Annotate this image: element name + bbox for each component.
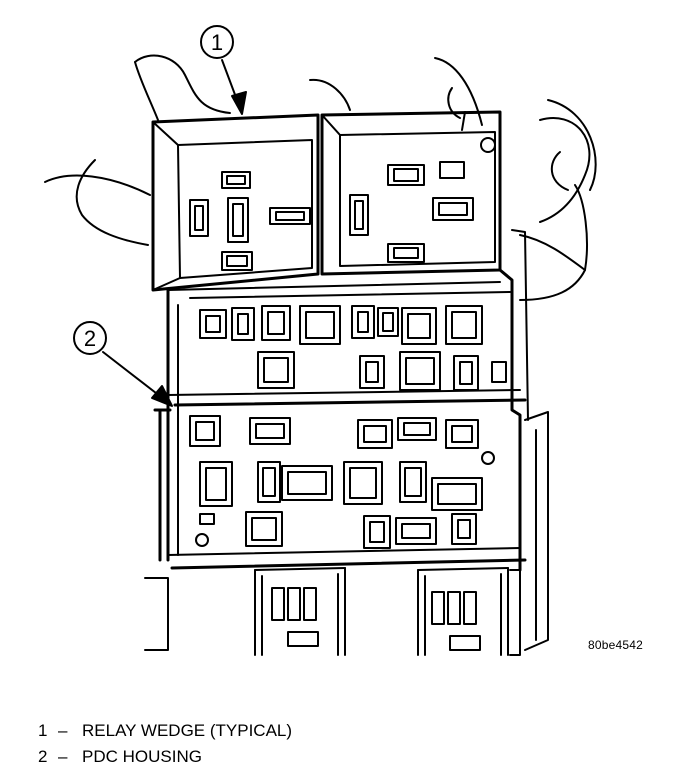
lower-fuse-bank [189, 415, 495, 549]
pdc-housing [144, 123, 549, 656]
pdc-relay-diagram: 1 2 [44, 25, 597, 656]
callout-2-arrowhead [151, 385, 173, 407]
callout-1-number: 1 [211, 30, 223, 55]
legend-number: 1 [38, 721, 48, 740]
legend-item-2: 2 – PDC HOUSING [38, 744, 292, 770]
legend-label: PDC HOUSING [82, 747, 202, 766]
callout-1: 1 [200, 25, 247, 115]
hand-outline [44, 54, 597, 301]
legend-dash: – [58, 747, 68, 766]
legend-item-1: 1 – RELAY WEDGE (TYPICAL) [38, 718, 292, 744]
callout-2-number: 2 [84, 326, 96, 351]
callout-1-arrowhead [231, 91, 247, 115]
relay-wedge-right [320, 110, 502, 276]
relay-wedge-left [151, 113, 320, 292]
callout-2-leader [102, 351, 166, 401]
legend-dash: – [58, 721, 68, 740]
callout-1-circle [200, 25, 234, 59]
legend-number: 2 [38, 747, 48, 766]
callout-2: 2 [73, 321, 173, 407]
upper-fuse-bank [199, 305, 507, 391]
legend: 1 – RELAY WEDGE (TYPICAL) 2 – PDC HOUSIN… [38, 718, 292, 770]
figure-id: 80be4542 [588, 638, 643, 652]
legend-label: RELAY WEDGE (TYPICAL) [82, 721, 293, 740]
bottom-relay-sockets [254, 567, 509, 656]
callout-2-circle [73, 321, 107, 355]
